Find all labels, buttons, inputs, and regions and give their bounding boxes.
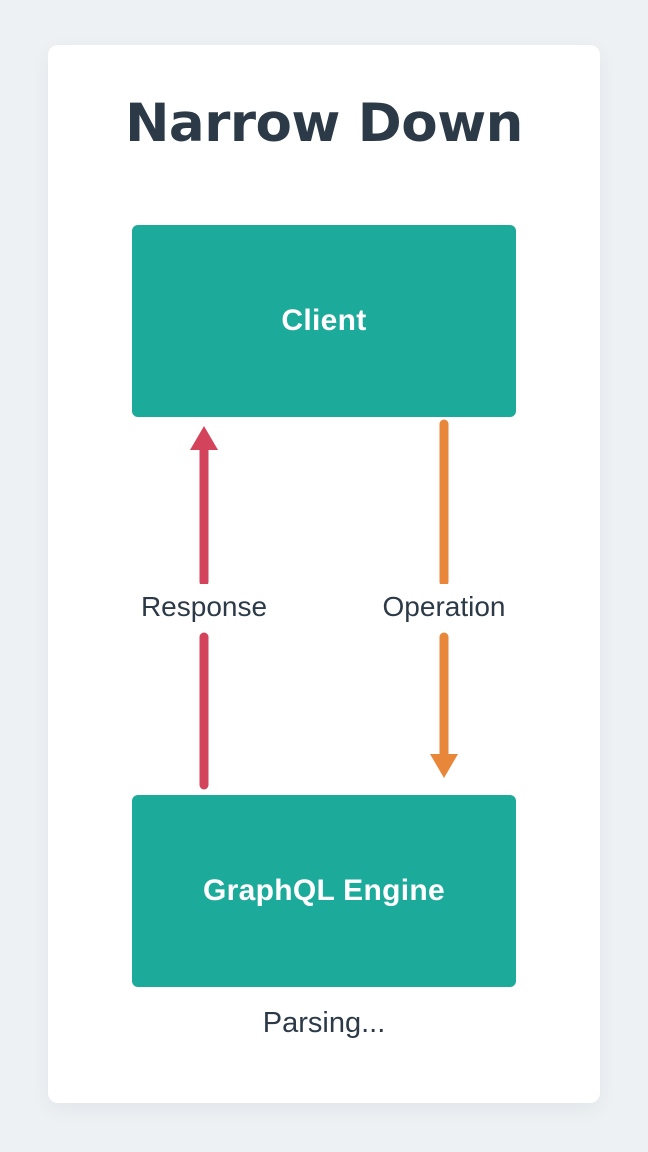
diagram-card: Narrow Down Clie bbox=[48, 45, 600, 1103]
page-title: Narrow Down bbox=[125, 93, 523, 154]
edge-label-response: Response bbox=[89, 584, 319, 630]
node-client-label: Client bbox=[281, 304, 367, 337]
node-client[interactable]: Client bbox=[132, 225, 516, 417]
status-text: Parsing... bbox=[262, 1007, 386, 1039]
operation-arrowhead-icon bbox=[430, 754, 458, 778]
edge-label-operation: Operation bbox=[329, 584, 559, 630]
node-graphql-engine[interactable]: GraphQL Engine bbox=[132, 795, 516, 987]
node-graphql-engine-label: GraphQL Engine bbox=[202, 874, 445, 907]
response-arrowhead-icon bbox=[190, 426, 218, 450]
